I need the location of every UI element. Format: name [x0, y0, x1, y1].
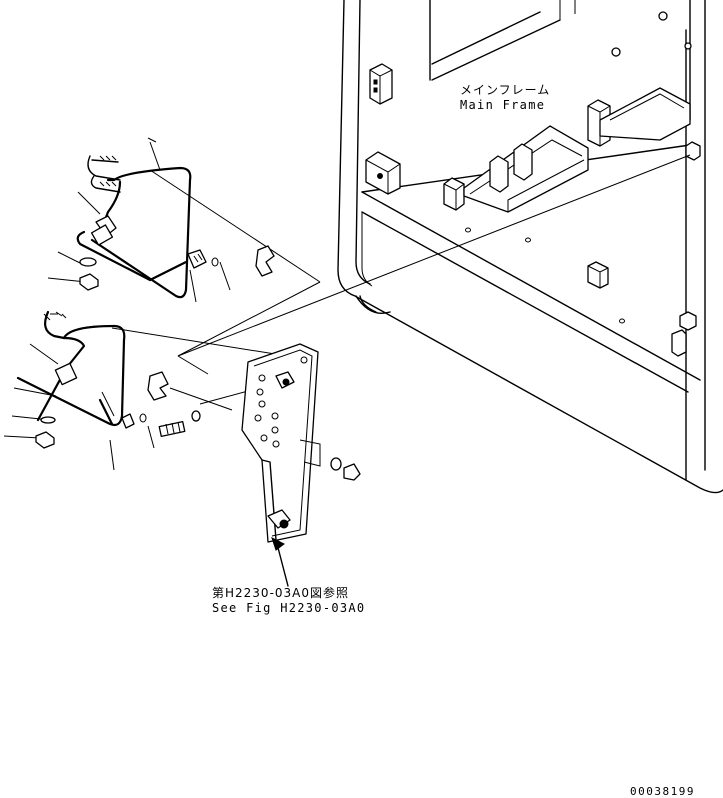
lower-pipe-assembly	[16, 310, 201, 449]
frame-block-edge-b	[671, 311, 697, 357]
main-frame-body	[337, 0, 723, 494]
frame-block-mid	[443, 177, 465, 211]
main-frame-label-en: Main Frame	[460, 98, 546, 112]
drawing-code: 00038199	[630, 785, 695, 798]
leader-lines	[3, 137, 691, 471]
frame-block-top	[369, 63, 393, 105]
reference-label-en: See Fig H2230-03A0	[212, 601, 366, 615]
main-frame-label-jp: メインフレーム	[460, 83, 551, 97]
reference-label-jp: 第H2230-03A0図参照	[212, 586, 350, 600]
upper-pipe-assembly	[76, 155, 275, 299]
frame-block-left	[365, 151, 401, 195]
reference-arrow	[271, 537, 289, 587]
frame-block-lower	[587, 261, 609, 289]
mounting-plate	[241, 343, 361, 543]
frame-block-edge-a	[685, 141, 701, 161]
channel-bracket	[463, 87, 691, 213]
